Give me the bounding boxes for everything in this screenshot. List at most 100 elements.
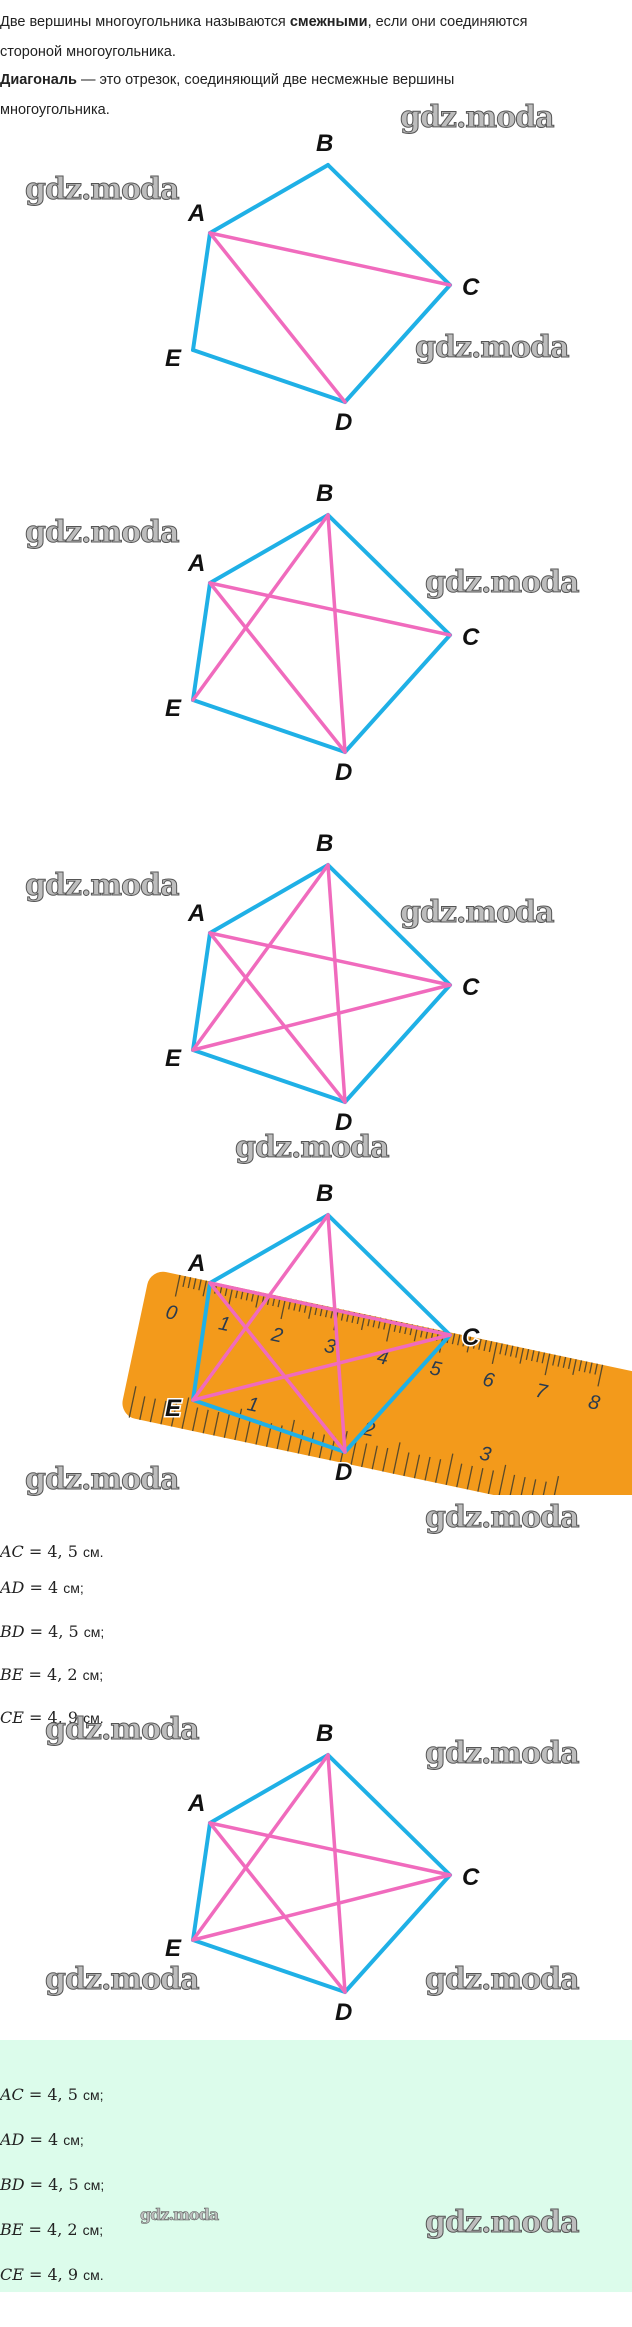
ruler-tick (519, 1477, 526, 1495)
watermark: gdz.moda (425, 1736, 581, 1772)
ruler-body (122, 1271, 632, 1495)
ruler-tick (562, 1356, 567, 1368)
segment-name: BD (0, 2175, 25, 2194)
segment-value: = 4, 5 (24, 2175, 84, 2194)
ruler-tick (583, 1361, 588, 1373)
measurement-BE: BE = 4, 2 см; (0, 1665, 103, 1685)
side-CD (343, 633, 452, 754)
answer-box (0, 2040, 632, 2292)
measurement-CE: CE = 4, 9 см. (0, 2265, 104, 2285)
measurement-AC: AC = 4, 5 см; (0, 2085, 104, 2105)
unit: см. (83, 2267, 104, 2283)
ruler-tick (223, 1414, 230, 1438)
watermark: gdz.moda (415, 330, 571, 366)
diagonal-BE (191, 1213, 330, 1402)
vertex-label-E: E (165, 1045, 182, 1072)
vertex-label-E: E (165, 345, 182, 372)
unit: см; (82, 2222, 104, 2238)
ruler-tick (515, 1346, 519, 1358)
diagonal-AD (208, 231, 347, 404)
side-AB (208, 863, 330, 935)
ruler-tick (361, 1443, 368, 1468)
ruler-tick (541, 1352, 546, 1364)
ruler-tick (139, 1396, 146, 1420)
watermark: gdz.moda (25, 868, 181, 904)
ruler-tick (578, 1360, 583, 1372)
ruler-tick (445, 1453, 454, 1486)
ruler-tick (536, 1351, 540, 1363)
ruler-tick (466, 1336, 472, 1353)
ruler-tick (530, 1350, 535, 1362)
segment-name: AD (0, 1578, 25, 1597)
segment-name: AC (0, 1542, 24, 1561)
ruler-tick (488, 1341, 493, 1353)
watermark: gdz.moda (45, 1962, 201, 1998)
segment-name: CE (0, 1708, 24, 1727)
ruler-tick (191, 1407, 199, 1432)
diagonal-BD (326, 1753, 347, 1994)
ruler-tick (213, 1411, 220, 1436)
intro-line-3: Диагональ — это отрезок, соединяющий две… (0, 70, 454, 90)
watermark: gdz.moda (25, 515, 181, 551)
segment-value: = 4, 2 (23, 1665, 83, 1684)
vertex-label-A: A (187, 550, 205, 577)
vertex-label-B: B (316, 130, 333, 157)
side-AB (208, 163, 330, 235)
unit: см; (83, 1624, 105, 1640)
watermark: gdz.moda (25, 172, 181, 208)
ruler-tick (280, 1297, 287, 1320)
segment-name: BE (0, 2220, 24, 2239)
watermark: gdz.moda (140, 2205, 220, 2225)
vertex-label-C: C (462, 974, 480, 1001)
side-DE (191, 348, 347, 404)
diagonal-CE (191, 983, 452, 1052)
segment-value: = 4, 9 (23, 1708, 84, 1727)
ruler-tick (170, 1402, 178, 1427)
side-DE (191, 1938, 347, 1994)
diagonal-BE (191, 1753, 330, 1942)
side-CD (343, 1333, 452, 1454)
side-AB (208, 513, 330, 585)
segment-name: CE (0, 2265, 24, 2284)
vertex-label-B: B (316, 480, 333, 507)
diagonal-CE (191, 1333, 452, 1402)
ruler-tick (149, 1398, 157, 1423)
side-BC (326, 863, 452, 987)
ruler-tick (187, 1277, 192, 1289)
diagonal-BD (326, 1213, 347, 1454)
segment-value: = 4, 5 (24, 1622, 84, 1641)
ruler-tick (308, 1432, 315, 1456)
side-BC (326, 1213, 452, 1337)
term-diagonal: Диагональ (0, 72, 77, 88)
vertex-label-E: E (165, 1935, 182, 1962)
diagonal-AC (208, 931, 452, 987)
measurement-AD: AD = 4 см; (0, 1578, 84, 1598)
watermark: gdz.moda (235, 1130, 391, 1166)
segment-value: = 4 (24, 1578, 64, 1597)
ruler-tick (198, 1279, 202, 1291)
unit: см; (63, 1580, 84, 1596)
ruler-tick (244, 1418, 252, 1443)
intro-line-1: Две вершины многоугольника называются см… (0, 12, 528, 32)
ruler-tick (597, 1364, 604, 1387)
watermark: gdz.moda (45, 1712, 201, 1748)
diagonal-AD (208, 1821, 347, 1994)
vertex-label-C: C (462, 1324, 480, 1351)
ruler-tick (382, 1447, 389, 1472)
watermark: gdz.moda (400, 100, 556, 136)
unit: см; (83, 2177, 105, 2193)
ruler-tick (297, 1429, 304, 1454)
ruler-tick (318, 1434, 326, 1459)
ruler-top-label: 1 (217, 1312, 232, 1336)
ruler-tick (491, 1342, 498, 1365)
ruler-tick (456, 1463, 463, 1488)
diagonal-BE (191, 863, 330, 1052)
diagonal-AD (208, 931, 347, 1104)
vertex-label-C: C (462, 274, 480, 301)
ruler-tick (392, 1442, 401, 1474)
